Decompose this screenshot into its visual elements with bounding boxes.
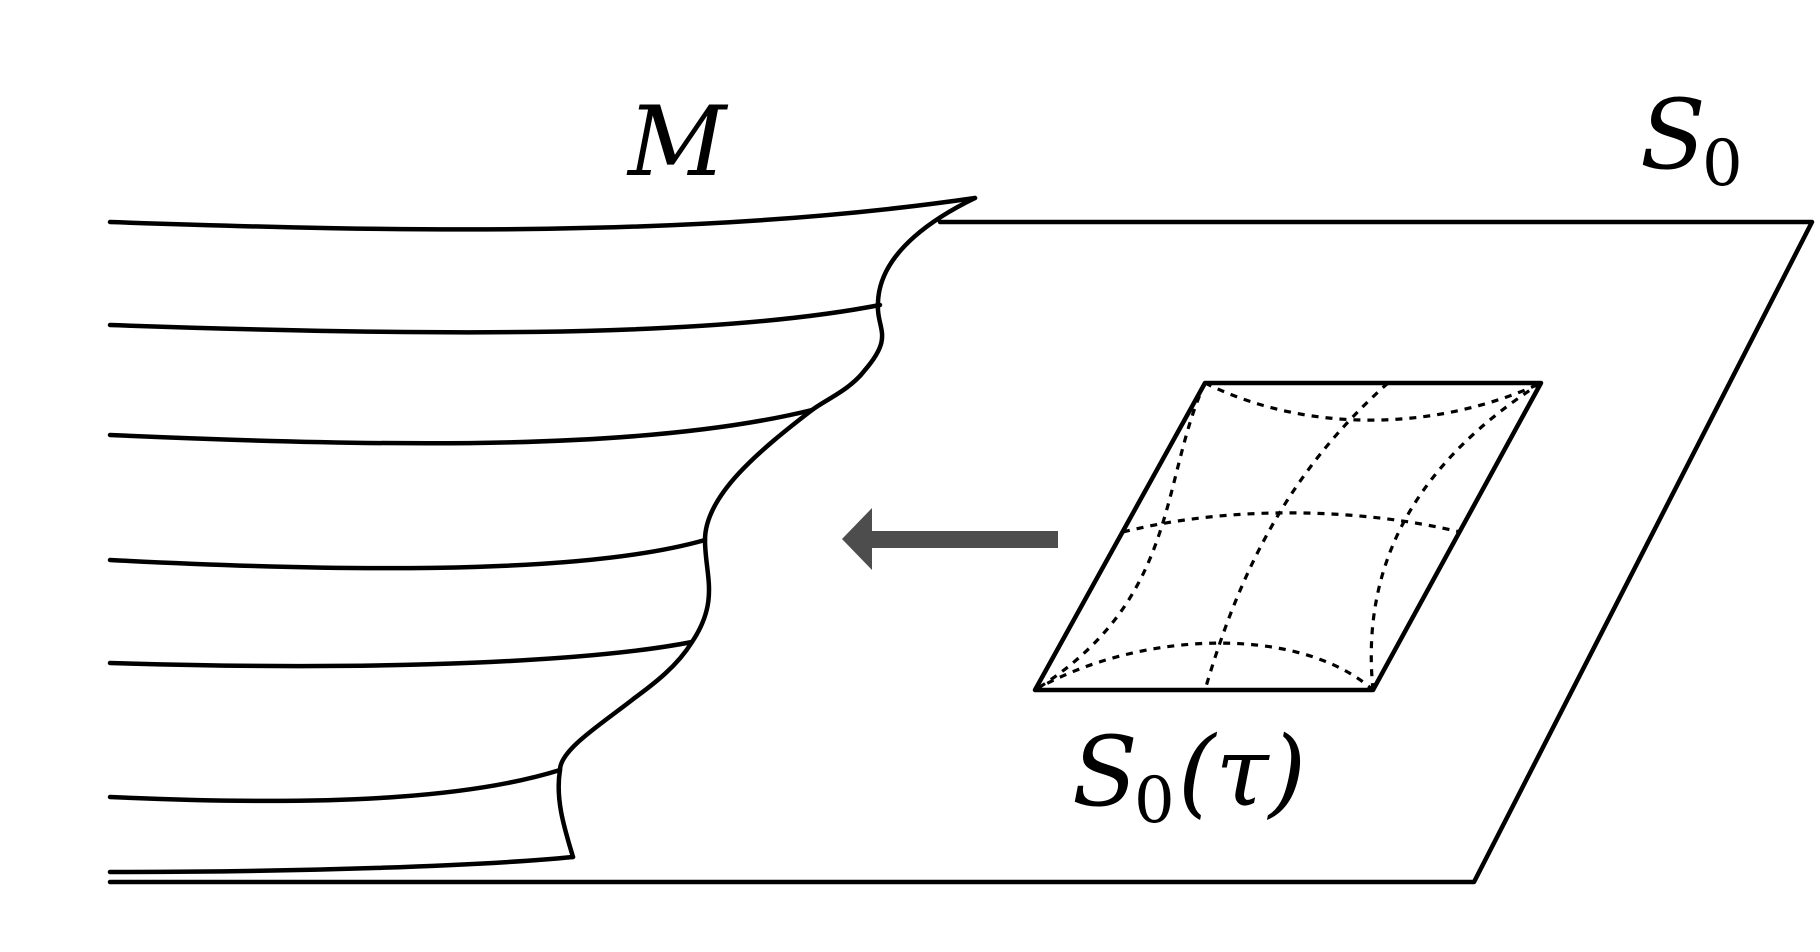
fiber-grid-line — [1034, 641, 1375, 692]
arrow-head — [842, 508, 872, 570]
fiber-outline — [1032, 380, 1544, 693]
label-fiber-sub: 0 — [1134, 764, 1175, 838]
fiber-grid-line — [1203, 381, 1390, 691]
plane-s0 — [107, 219, 1815, 885]
fiber-grid-line — [1122, 511, 1461, 534]
label-fiber-arg: (τ) — [1178, 716, 1306, 828]
manifold-sheet — [107, 302, 883, 335]
manifold-m — [107, 195, 978, 875]
label-fiber: S 0 (τ) — [1072, 716, 1306, 838]
fiber-s0-tau — [1032, 380, 1544, 693]
label-manifold: M — [626, 86, 729, 198]
manifold-sheet — [107, 537, 708, 571]
manifold-sheet — [107, 407, 815, 446]
manifold-sheet — [107, 767, 563, 804]
label-slice: S 0 — [1640, 79, 1743, 201]
manifold-sheet — [107, 195, 978, 232]
manifold-sheet — [107, 854, 576, 875]
label-fiber-base: S — [1072, 716, 1138, 828]
fiber-grid-line — [1034, 382, 1207, 692]
manifold-edge — [556, 195, 978, 860]
left-arrow — [842, 508, 1058, 570]
fiber-grid-line — [1204, 381, 1542, 422]
label-slice-base: S — [1640, 79, 1706, 191]
arrow-shaft — [868, 531, 1058, 548]
manifold-sheet — [107, 639, 695, 669]
label-slice-sub: 0 — [1702, 127, 1743, 201]
